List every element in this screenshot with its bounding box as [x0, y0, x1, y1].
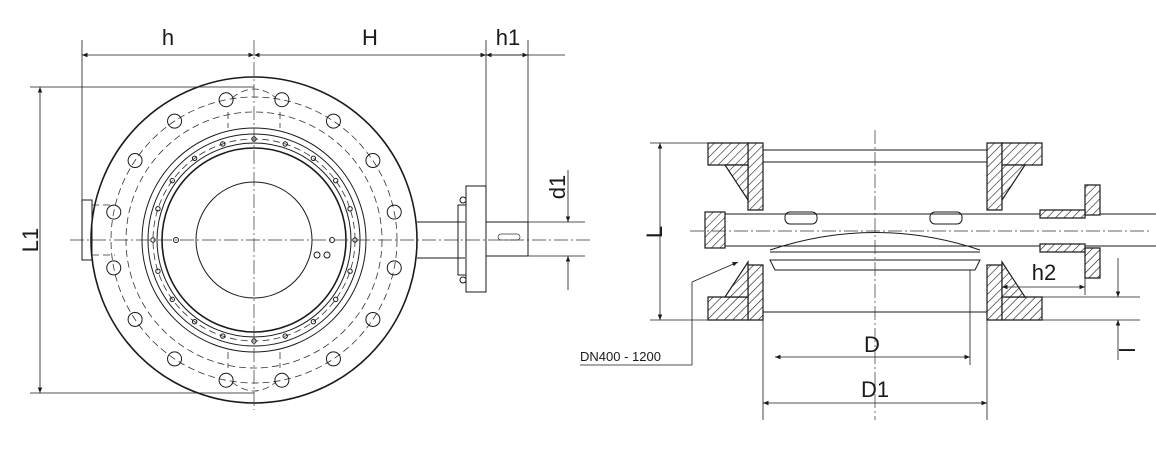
label-h1: h1	[496, 25, 520, 50]
bolt-hole	[325, 351, 341, 367]
bolt-hole	[325, 113, 341, 129]
bolt-hole	[365, 153, 381, 169]
label-D: D	[864, 332, 880, 357]
bolt-hole	[106, 204, 122, 220]
left-top-flange	[707, 142, 749, 166]
shaft-flange	[465, 185, 487, 293]
label-D1: D1	[861, 377, 889, 402]
label-h: h	[162, 25, 174, 50]
seat-screw	[333, 177, 339, 184]
label-d1: d1	[545, 175, 570, 199]
seat-screw	[220, 333, 226, 339]
front-view: h H h1 d1 L1	[18, 25, 590, 410]
section-view: L D D1 h2 l DN400 - 1200	[580, 130, 1156, 420]
bolt-hole	[127, 153, 143, 169]
bolt-hole	[386, 204, 402, 220]
seat-screw	[347, 268, 353, 274]
seat-screw	[150, 237, 156, 243]
seat-screw	[169, 177, 175, 184]
left-bottom-flange	[707, 296, 749, 321]
label-L1: L1	[18, 228, 43, 252]
shaft-key	[497, 233, 521, 241]
bolt-hole	[274, 372, 290, 388]
bolt-hole	[127, 311, 143, 327]
seat-screw	[310, 155, 317, 161]
bolt-holes	[106, 92, 402, 388]
label-h2: h2	[1032, 260, 1056, 285]
seat-screw	[310, 319, 317, 325]
bolt-hole	[365, 311, 381, 327]
seat-screw	[347, 206, 353, 212]
shaft-end	[485, 221, 529, 257]
seat-screw	[191, 319, 198, 325]
seat-screw	[169, 296, 175, 303]
seat-screw	[282, 141, 288, 147]
seat-screw	[333, 296, 339, 303]
bolt-hole	[386, 260, 402, 276]
end-cap	[704, 211, 726, 249]
bolt-hole	[167, 351, 183, 367]
label-L: L	[642, 226, 667, 238]
seat-screws	[150, 136, 358, 344]
seat-screw	[155, 268, 161, 274]
seat-screw	[191, 155, 198, 161]
seat-screw	[220, 141, 226, 147]
bolt-hole	[106, 260, 122, 276]
label-dn: DN400 - 1200	[580, 349, 661, 364]
left-boss	[81, 199, 93, 261]
right-top-flange	[1001, 142, 1043, 166]
label-l: l	[1115, 348, 1140, 353]
seat-screw	[282, 333, 288, 339]
bolt-hole	[274, 92, 290, 108]
disc	[769, 232, 981, 251]
bolt-hole	[218, 92, 234, 108]
bolt-hole	[167, 113, 183, 129]
label-H: H	[362, 25, 378, 50]
seat-ring	[769, 259, 981, 271]
right-bottom-flange	[1001, 296, 1043, 321]
seat-screw	[155, 206, 161, 212]
bolt-hole	[218, 372, 234, 388]
